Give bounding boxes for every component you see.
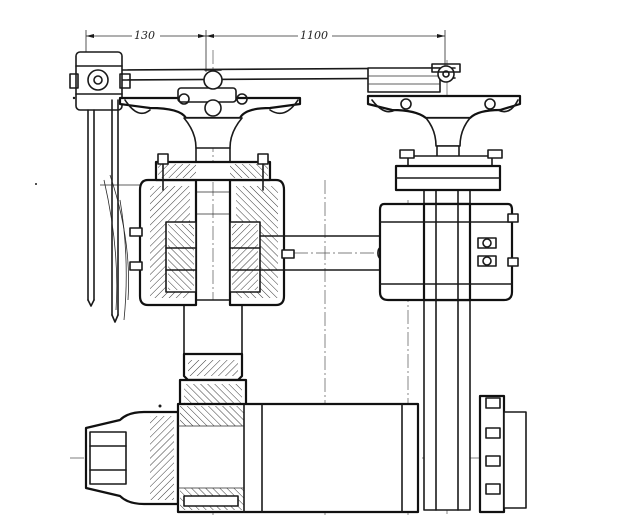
top-connecting-rod [111,63,461,93]
dimension-label-left: 130 [134,29,155,42]
left-linkage [69,51,142,323]
right-handwheel [366,94,522,159]
bottom-cylinder [84,394,527,514]
right-housing [378,149,519,511]
dimension-lines: 130 1100 [85,29,446,95]
left-stuffing-box [129,153,295,307]
left-handwheel [118,69,302,149]
lower-coupling [178,352,248,412]
dimension-label-right: 1100 [300,29,328,42]
stray-marks [35,96,162,408]
